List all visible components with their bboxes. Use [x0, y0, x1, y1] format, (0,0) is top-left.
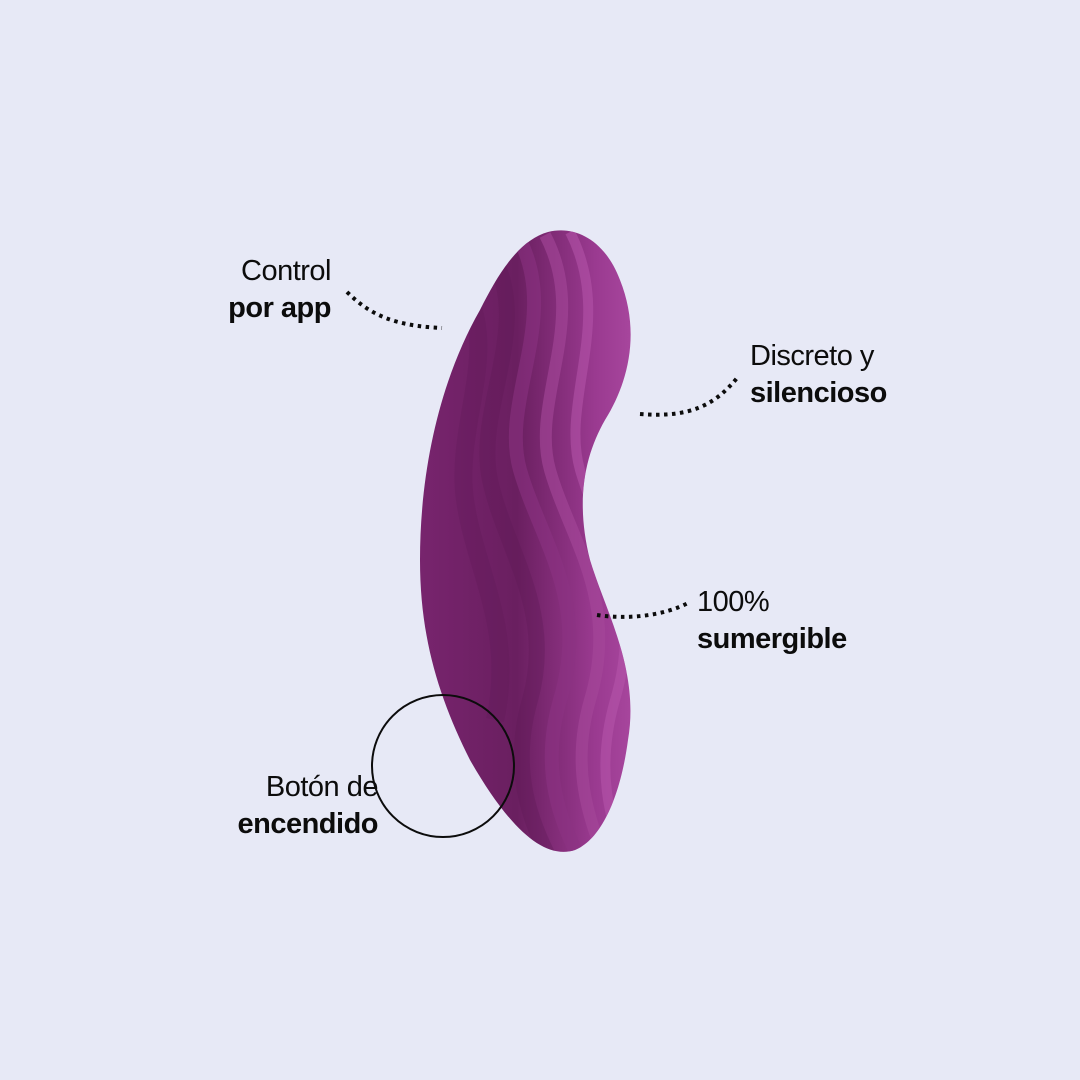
callout-discreet: Discreto y silencioso: [750, 338, 887, 412]
product-body: [420, 230, 631, 852]
callout-power-button-bold: encendido: [237, 808, 378, 840]
callout-app-control: Control por app: [228, 253, 331, 327]
leader-line-app-control: [345, 290, 443, 330]
leader-line-submersible: [596, 601, 689, 619]
callout-power-button-light: Botón de: [265, 771, 379, 803]
leader-line-discreet: [639, 376, 739, 417]
callout-app-control-bold: por app: [228, 292, 331, 324]
callout-discreet-light: Discreto y: [750, 340, 874, 372]
callout-submersible-light: 100%: [697, 586, 770, 618]
callout-submersible-bold: sumergible: [697, 623, 847, 655]
power-button-highlight-circle: [371, 694, 515, 838]
callout-discreet-bold: silencioso: [750, 377, 887, 409]
callout-app-control-light: Control: [241, 255, 331, 287]
callout-power-button: Botón de encendido: [237, 769, 378, 843]
callout-submersible: 100% sumergible: [697, 584, 847, 658]
